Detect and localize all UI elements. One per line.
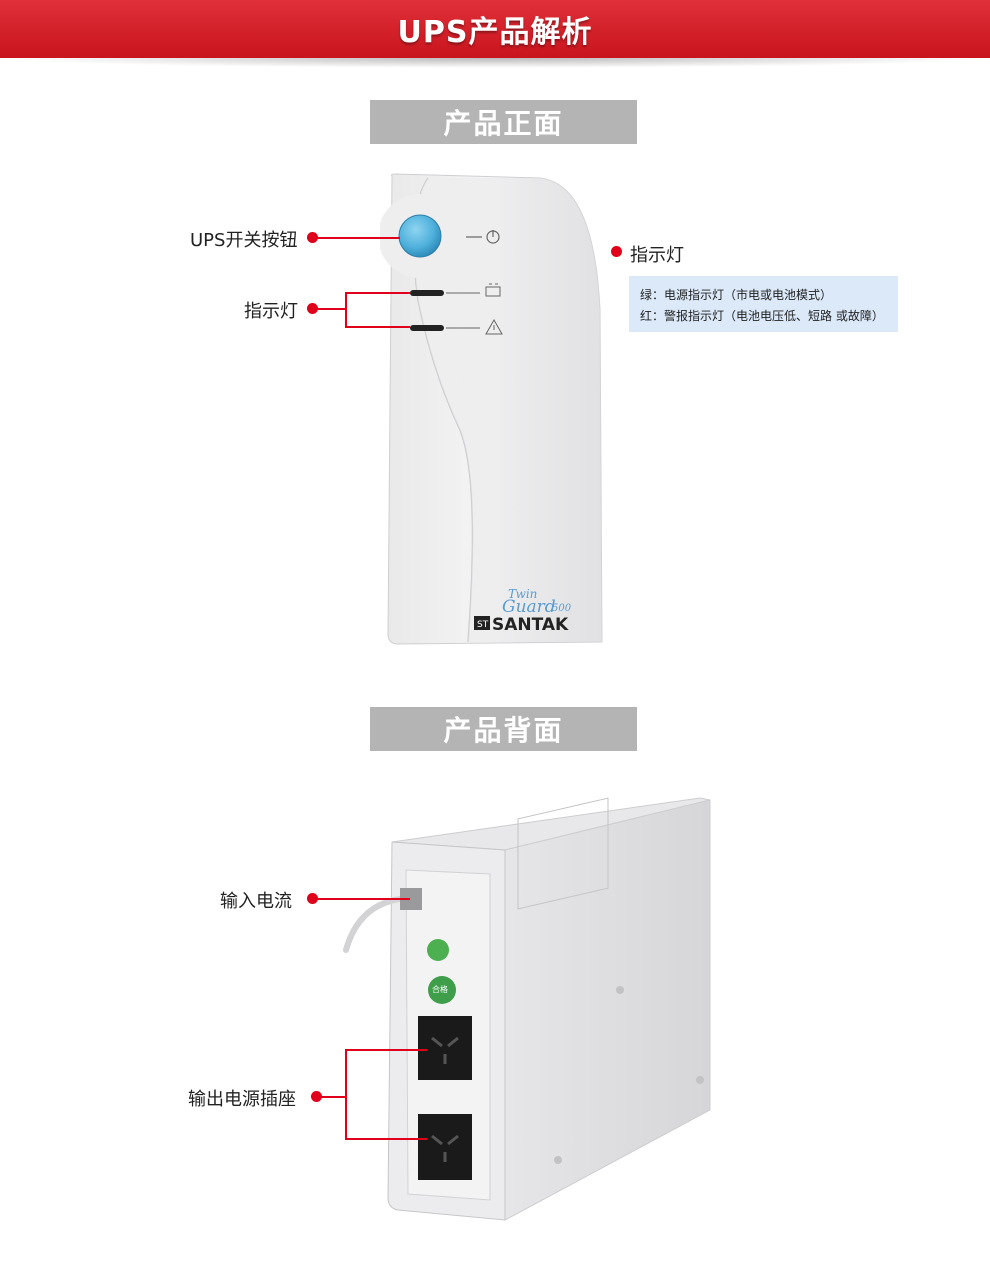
callout-switch-label: UPS开关按钮	[190, 230, 298, 251]
callout-output-dot	[311, 1091, 322, 1102]
callout-indicator-line	[316, 308, 346, 310]
legend-dot	[611, 246, 622, 257]
callout-output-line-bottom	[345, 1138, 427, 1140]
callout-indicator-dot	[307, 303, 318, 314]
header-banner: UPS产品解析	[0, 0, 990, 58]
pass-sticker: 合格	[432, 984, 448, 994]
callout-output-line-top	[345, 1049, 427, 1051]
callout-indicator-line-bottom	[345, 326, 410, 328]
callout-input-label: 输入电流	[220, 891, 292, 912]
callout-output-line	[320, 1096, 347, 1098]
model-line-1: Twin	[508, 587, 537, 601]
indicator-legend-box: 绿：电源指示灯（市电或电池模式） 红：警报指示灯（电池电压低、短路 或故障）	[629, 276, 898, 332]
callout-switch-dot	[307, 232, 318, 243]
callout-input-line	[316, 898, 410, 900]
legend-title: 指示灯	[630, 245, 684, 266]
ups-front-image: ST SANTAK Twin Guard 500	[380, 173, 603, 645]
model-line-2: Guard	[502, 597, 556, 617]
callout-indicator-bracket	[345, 292, 347, 328]
callout-output-bracket	[345, 1049, 347, 1140]
legend-green: 绿：电源指示灯（市电或电池模式）	[640, 288, 833, 302]
page-title: UPS产品解析	[397, 15, 593, 50]
callout-indicator-label: 指示灯	[244, 301, 298, 322]
model-number: 500	[552, 603, 572, 614]
legend-red: 红：警报指示灯（电池电压低、短路 或故障）	[640, 309, 884, 323]
callout-indicator-line-top	[345, 292, 410, 294]
section-label-back: 产品背面	[370, 707, 637, 751]
svg-text:ST: ST	[477, 620, 489, 630]
section-label-front: 产品正面	[370, 100, 637, 144]
callout-output-label: 输出电源插座	[188, 1089, 296, 1110]
callout-input-dot	[307, 893, 318, 904]
ups-back-image: 合格	[343, 797, 711, 1221]
banner-shadow	[0, 58, 990, 68]
callout-switch-line	[316, 237, 400, 239]
brand-logo: SANTAK	[492, 615, 569, 635]
